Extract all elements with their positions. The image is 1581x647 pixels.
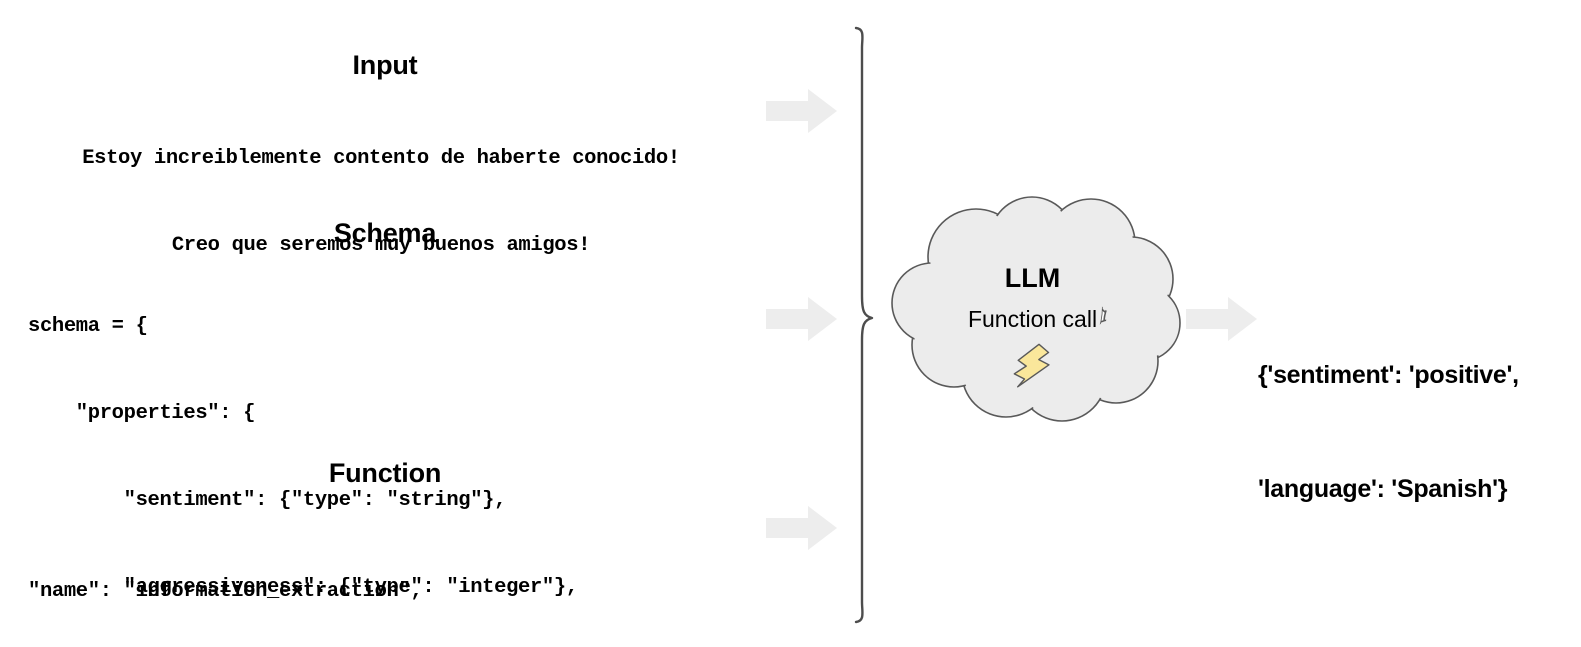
arrow-right-icon — [766, 297, 837, 341]
input-section-title: Input — [352, 50, 418, 80]
llm-cloud — [880, 195, 1185, 427]
function-arrow — [766, 505, 838, 551]
output-line-1: {'sentiment': 'positive', — [1258, 361, 1519, 389]
schema-code-block: schema = { "properties": { "sentiment": … — [28, 254, 578, 647]
schema-line-2: "properties": { — [28, 402, 256, 425]
schema-line-1: schema = { — [28, 315, 148, 338]
llm-title: LLM — [1004, 263, 1061, 293]
input-text-block: Estoy increiblemente contento de haberte… — [0, 86, 762, 318]
schema-arrow — [766, 296, 838, 342]
function-call-bolt — [1012, 342, 1058, 394]
input-arrow — [766, 88, 838, 134]
lightning-bolt-icon — [1013, 343, 1050, 388]
curly-brace-icon — [854, 26, 874, 624]
output-arrow — [1186, 296, 1258, 342]
llm-subtitle: Function call — [967, 306, 1098, 332]
schema-line-4: "aggressiveness": {"type": "integer"}, — [28, 576, 579, 599]
function-section-title: Function — [328, 458, 442, 488]
input-line-1: Estoy increiblemente contento de haberte… — [82, 147, 680, 170]
arrow-right-icon — [1186, 297, 1257, 341]
input-line-2: Creo que seremos muy buenos amigos! — [171, 234, 591, 257]
function-line-1: "name": "information_extraction", — [28, 580, 423, 603]
schema-line-3: "sentiment": {"type": "string"}, — [28, 489, 507, 512]
output-line-2: 'language': 'Spanish'} — [1258, 475, 1508, 503]
schema-section-title: Schema — [333, 218, 437, 248]
arrow-right-icon — [766, 506, 837, 550]
output-text-block: {'sentiment': 'positive', 'language': 'S… — [1258, 280, 1519, 584]
grouping-brace — [834, 20, 890, 630]
cloud-icon — [891, 196, 1181, 422]
arrow-right-icon — [766, 89, 837, 133]
function-code-block: "name": "information_extraction", "descr… — [28, 492, 697, 647]
